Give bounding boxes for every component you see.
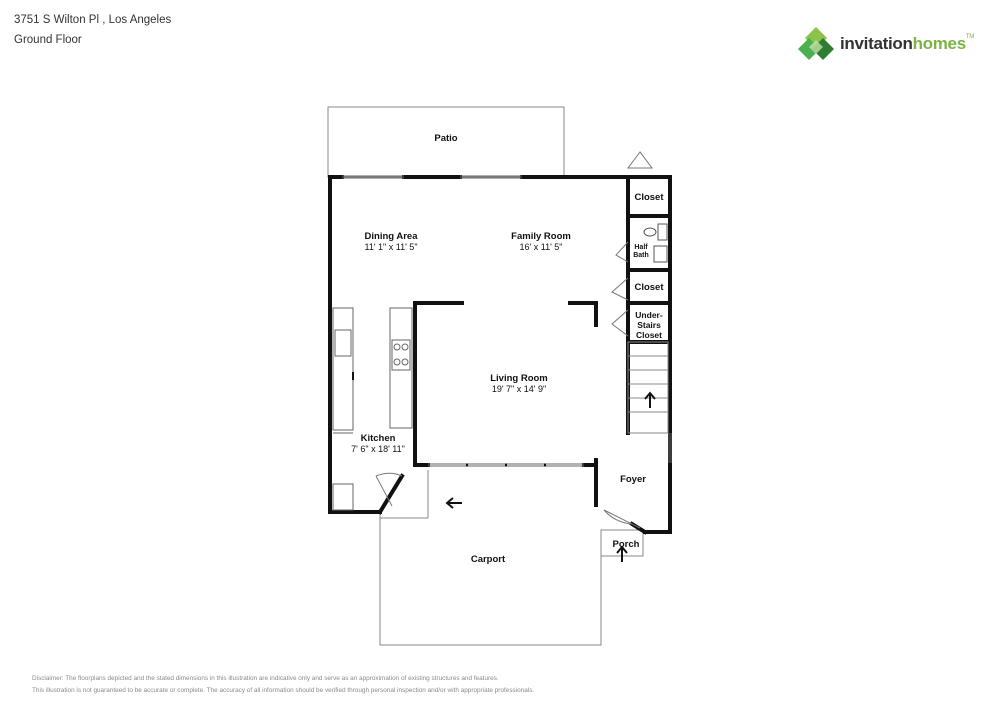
room-label-closet-1: Closet (634, 192, 664, 203)
logo-wordmark: invitationhomesTM (840, 34, 974, 53)
room-label-foyer: Foyer (620, 474, 646, 485)
room-dims-family: 16' x 11' 5" (520, 242, 563, 252)
room-label-half: Half (634, 244, 648, 251)
disclaimer-line-2: This illustration is not guaranteed to b… (32, 687, 535, 694)
property-address: 3751 S Wilton Pl , Los Angeles (14, 14, 172, 26)
room-label-living: Living Room (490, 373, 548, 384)
room-dims-dining: 11' 1" x 11' 5" (364, 242, 417, 252)
kitchen-counters (332, 307, 413, 511)
room-label-kitchen: Kitchen (361, 433, 396, 444)
invitation-homes-logo: invitationhomesTM (798, 26, 974, 62)
room-label-bath: Bath (633, 252, 649, 259)
room-label-patio: Patio (434, 133, 457, 144)
stairs-up-arrow-icon (644, 391, 656, 408)
logo-mark-icon (798, 27, 834, 60)
windows (342, 175, 672, 467)
room-label-understairs-2: Stairs (637, 320, 661, 330)
room-dims-living: 19' 7" x 14' 9" (492, 384, 546, 394)
carport-entry-arrow-icon (445, 497, 462, 509)
room-label-closet-2: Closet (634, 282, 664, 293)
room-label-porch: Porch (613, 539, 640, 550)
floor-label: Ground Floor (14, 34, 82, 46)
room-label-understairs-1: Under- (635, 310, 663, 320)
toilet-icon (643, 223, 668, 241)
room-label-family: Family Room (511, 231, 571, 242)
stairs (627, 341, 669, 434)
room-label-carport: Carport (471, 554, 506, 565)
carport-area (379, 512, 602, 646)
sink-icon (653, 245, 668, 263)
room-dims-kitchen: 7' 6" x 18' 11" (351, 444, 405, 454)
disclaimer-line-1: Disclaimer: The floorplans depicted and … (32, 675, 499, 682)
door-swings (375, 151, 653, 529)
room-label-dining: Dining Area (365, 231, 419, 242)
room-label-understairs-3: Closet (636, 330, 662, 340)
porch-entry-arrow-icon (616, 545, 628, 562)
